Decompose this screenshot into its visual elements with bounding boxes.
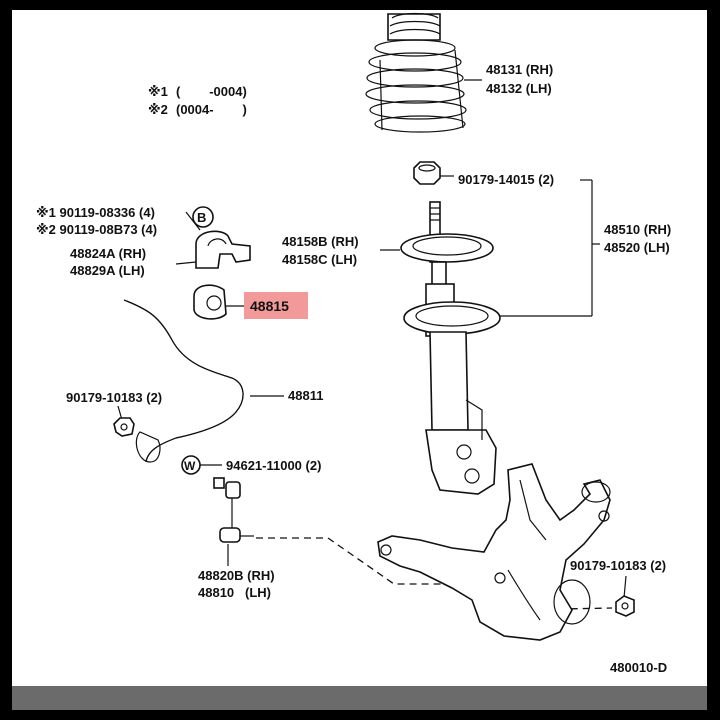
- label-link-rh: 48820B (RH): [198, 568, 275, 583]
- label-bolt-1: ※1 90119-08336 (4): [36, 205, 155, 220]
- label-nut-right: 90179-10183 (2): [570, 558, 666, 573]
- stabilizer-bar: [123, 299, 284, 463]
- label-bracket-lh: 48829A (LH): [70, 263, 145, 278]
- label-strut-lh: 48520 (LH): [604, 240, 670, 255]
- strut-assembly: [380, 201, 501, 495]
- label-top-nut: 90179-14015 (2): [458, 172, 554, 187]
- callout-b-letter: B: [197, 210, 206, 225]
- label-stabilizer-bar: 48811: [288, 388, 323, 403]
- bushing-highlight: [244, 292, 308, 319]
- label-bushing: 48815: [250, 298, 289, 314]
- label-washer: 94621-11000 (2): [226, 458, 321, 473]
- label-bracket-rh: 48824A (RH): [70, 246, 146, 261]
- label-seat-lh: 48158C (LH): [282, 252, 357, 267]
- note1-text: ( -0004): [176, 84, 247, 99]
- label-nut-left: 90179-10183 (2): [66, 390, 162, 405]
- callout-w: W: [181, 455, 201, 475]
- bushing: [193, 284, 244, 320]
- callout-b: B: [192, 206, 214, 228]
- label-strut-rh: 48510 (RH): [604, 222, 671, 237]
- diagram-svg: 48131 (RH) 48132 (LH) ※1 ( -0004) ※2 (00…: [36, 12, 671, 675]
- note1-mark: ※1: [148, 84, 168, 99]
- steering-knuckle: [377, 463, 611, 641]
- nut-right: [615, 595, 635, 617]
- label-spring-rh: 48131 (RH): [486, 62, 553, 77]
- top-nut: [413, 161, 600, 317]
- note2-mark: ※2: [148, 102, 168, 117]
- stabilizer-link: [213, 477, 254, 566]
- note2-text: (0004- ): [176, 102, 247, 117]
- nut-left: [113, 417, 135, 437]
- bracket: [195, 230, 251, 269]
- label-spring-lh: 48132 (LH): [486, 81, 552, 96]
- coil-spring: [365, 12, 482, 133]
- diagram-id: 480010-D: [610, 660, 667, 675]
- label-seat-rh: 48158B (RH): [282, 234, 359, 249]
- footer-bar: [12, 686, 707, 710]
- label-bolt-2: ※2 90119-08B73 (4): [36, 222, 157, 237]
- label-link-lh: 48810 (LH): [198, 585, 271, 600]
- parts-diagram: 48131 (RH) 48132 (LH) ※1 ( -0004) ※2 (00…: [12, 10, 707, 686]
- callout-w-letter: W: [184, 459, 196, 473]
